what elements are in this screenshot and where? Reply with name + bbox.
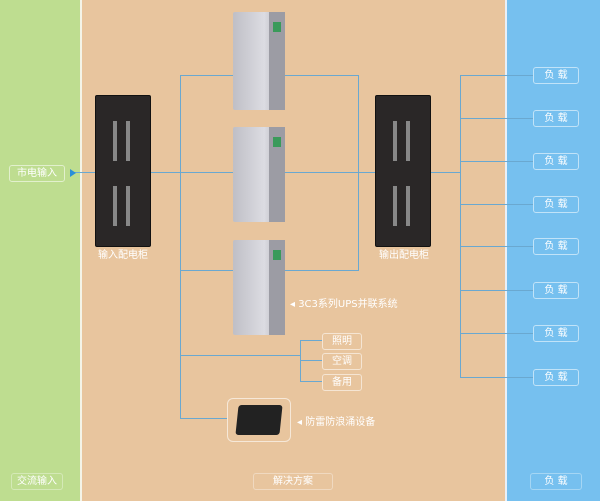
solution-column <box>82 0 505 501</box>
aux-branch <box>300 381 322 382</box>
divider <box>505 0 507 501</box>
column-title-solution: 解决方案 <box>253 473 333 490</box>
column-title-load: 负 载 <box>530 473 582 490</box>
ups-unit-3 <box>233 240 285 335</box>
load-branch-line <box>460 118 533 119</box>
input-cabinet-label: 输入配电柜 <box>98 250 148 261</box>
output-cabinet-image <box>375 95 431 247</box>
load-box: 负 载 <box>533 110 579 127</box>
aux-load-lighting: 照明 <box>322 333 362 350</box>
aux-branch <box>300 360 322 361</box>
bypass-vertical-line <box>180 75 181 418</box>
aux-load-spare: 备用 <box>322 374 362 391</box>
mains-input-label: 市电输入 <box>9 165 65 182</box>
load-box: 负 载 <box>533 196 579 213</box>
ups-unit-1 <box>233 12 285 110</box>
ups-unit-2 <box>233 127 285 222</box>
load-branch-line <box>460 246 533 247</box>
load-vertical-line <box>460 75 461 377</box>
ups-out-vertical-line <box>358 75 359 271</box>
ups3-out-line <box>285 270 358 271</box>
aux-branch <box>300 340 322 341</box>
load-box: 负 载 <box>533 153 579 170</box>
load-branch-line <box>460 161 533 162</box>
divider <box>80 0 82 501</box>
output-cabinet-label: 输出配电柜 <box>379 250 429 261</box>
column-title-ac-input: 交流输入 <box>11 473 63 490</box>
ups3-in-line <box>180 270 235 271</box>
aux-line <box>180 355 300 356</box>
load-box: 负 载 <box>533 67 579 84</box>
ac-input-column <box>0 0 80 501</box>
load-branch-line <box>460 377 533 378</box>
surge-line <box>180 418 227 419</box>
ups-system-label: ◂ 3C3系列UPS并联系统 <box>290 299 398 310</box>
surge-device-image <box>227 398 291 442</box>
arrow-icon <box>70 169 76 177</box>
load-branch-line <box>460 290 533 291</box>
ups1-in-line <box>180 75 235 76</box>
load-box: 负 载 <box>533 369 579 386</box>
load-branch-line <box>460 75 533 76</box>
load-box: 负 载 <box>533 325 579 342</box>
load-box: 负 载 <box>533 238 579 255</box>
load-branch-line <box>460 333 533 334</box>
load-branch-line <box>460 204 533 205</box>
load-box: 负 载 <box>533 282 579 299</box>
aux-load-ac: 空调 <box>322 353 362 370</box>
ups1-out-line <box>285 75 358 76</box>
surge-device-label: ◂ 防雷防浪涌设备 <box>297 417 376 428</box>
input-cabinet-image <box>95 95 151 247</box>
